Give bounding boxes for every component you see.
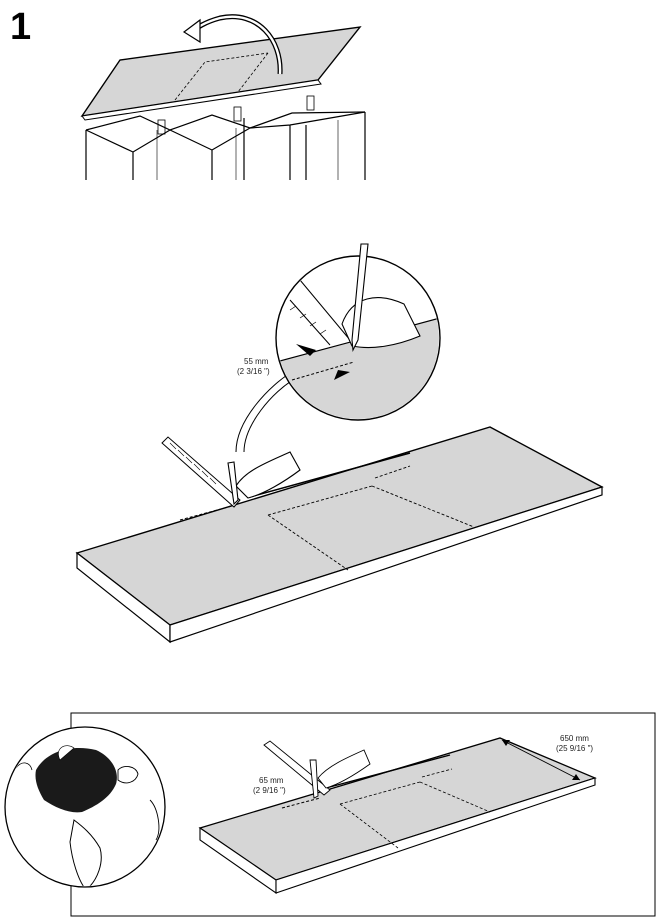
pencil-icon [351, 243, 369, 352]
side-measure-metric: 65 mm [259, 776, 284, 785]
hand-with-pencil [227, 451, 301, 506]
rotate-arrow-icon [182, 14, 283, 75]
globe-north-america-icon [4, 726, 166, 888]
square-ruler-icon [161, 436, 241, 508]
depth-measure-metric: 650 mm [560, 734, 589, 743]
cabinet-row [85, 95, 366, 180]
worktop-flipping [80, 26, 362, 121]
detail-measure-metric: 55 mm [244, 357, 269, 366]
leader-line [235, 371, 293, 453]
worktop-main [75, 426, 604, 644]
step-number: 1 [10, 6, 32, 48]
worktop-region [198, 737, 597, 895]
detail-measure-imperial: (2 3/16 ") [237, 367, 270, 376]
side-measure-imperial: (2 9/16 ") [253, 786, 286, 795]
depth-measure-imperial: (25 9/16 ") [556, 744, 594, 753]
